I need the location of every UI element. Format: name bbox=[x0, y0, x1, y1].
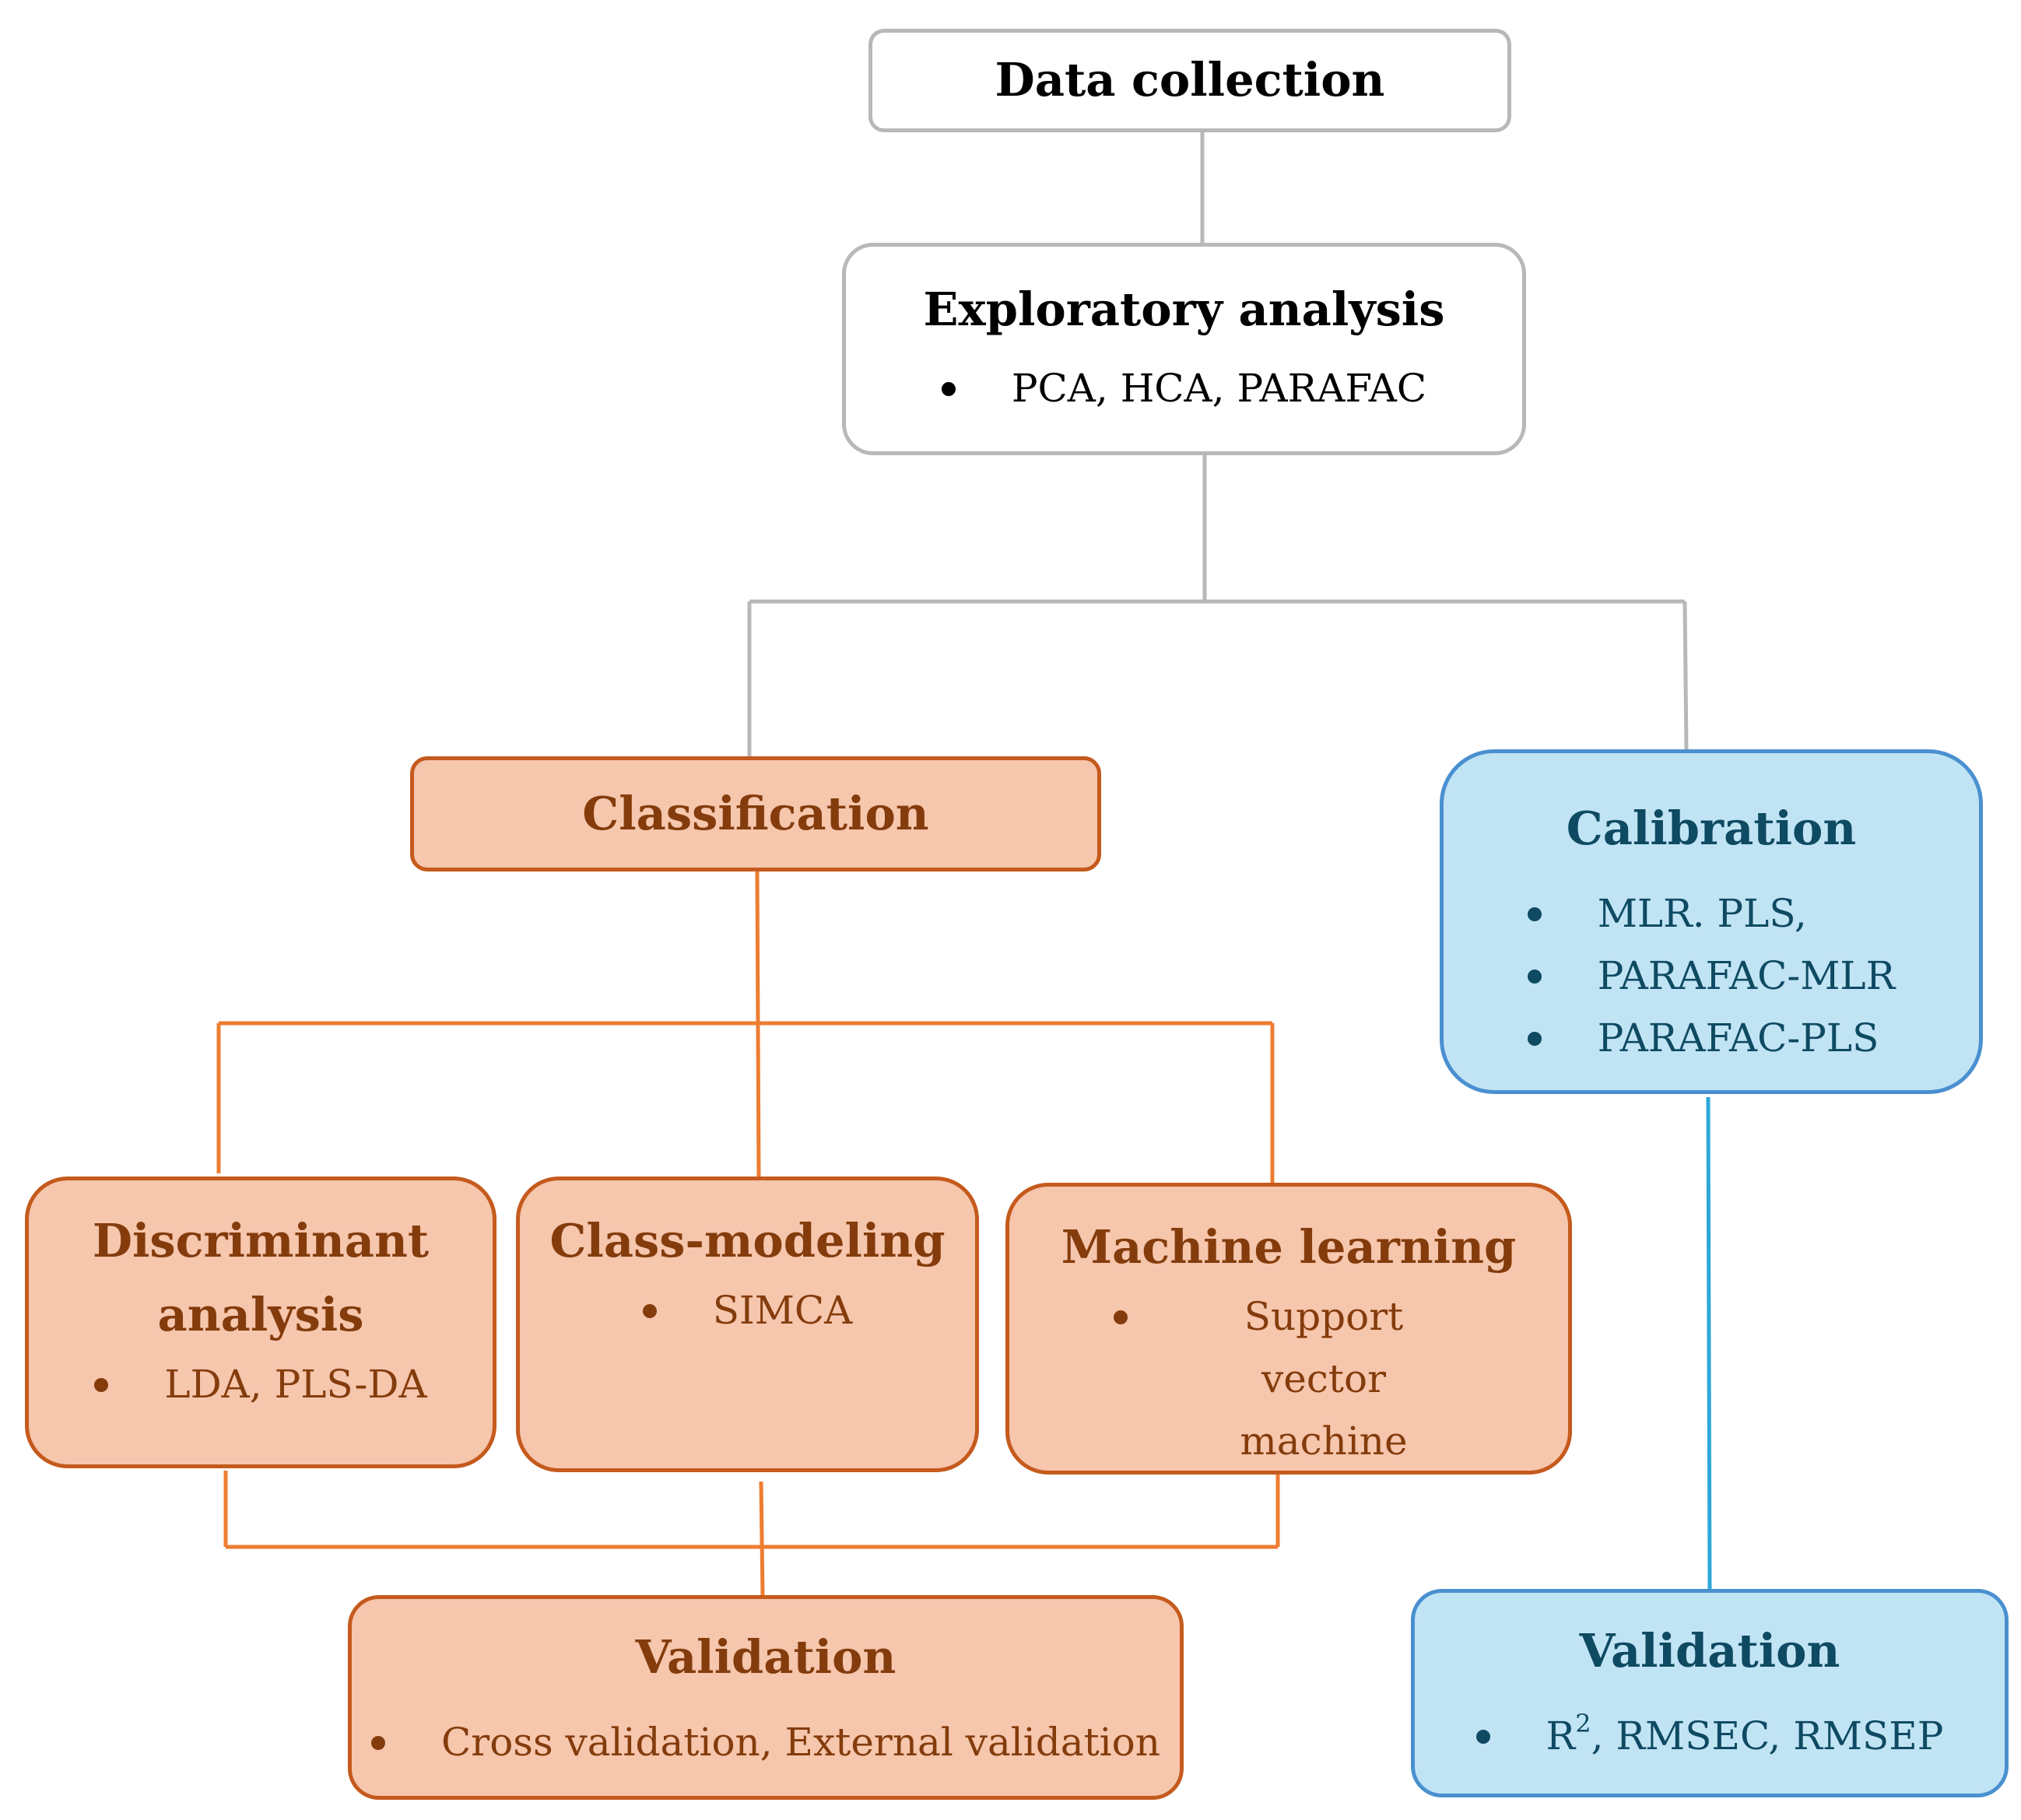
machine-learning-title: Machine learning bbox=[1061, 1220, 1517, 1274]
exploratory-analysis-box: Exploratory analysis PCA, HCA, PARAFAC bbox=[842, 243, 1526, 455]
connector-calibration-to-validation bbox=[1706, 1096, 1712, 1590]
calibration-box: Calibration MLR. PLS, PARAFAC-MLR PARAFA… bbox=[1440, 749, 1983, 1094]
r-squared-exponent: 2 bbox=[1575, 1709, 1591, 1739]
list-item: LDA, PLS-DA bbox=[94, 1353, 427, 1415]
list-item: R2, RMSEC, RMSEP bbox=[1475, 1705, 1944, 1767]
list-item: PARAFAC-PLS bbox=[1527, 1007, 1896, 1069]
r-squared-base: R bbox=[1546, 1713, 1576, 1759]
discriminant-analysis-title: Discriminant analysis bbox=[92, 1214, 430, 1341]
bullet-icon bbox=[1114, 1310, 1128, 1324]
bullet-icon bbox=[371, 1736, 386, 1751]
validation-calibration-title: Validation bbox=[1579, 1624, 1840, 1678]
connector-from-class-modeling bbox=[759, 1481, 765, 1596]
bullet-icon bbox=[1475, 1730, 1490, 1745]
connector-to-calibration bbox=[1682, 601, 1689, 750]
list-item: SIMCA bbox=[642, 1279, 852, 1341]
bullet-icon bbox=[941, 382, 956, 397]
bullet-icon bbox=[1527, 970, 1542, 984]
calibration-list: MLR. PLS, PARAFAC-MLR PARAFAC-PLS bbox=[1527, 882, 1896, 1069]
bullet-icon bbox=[642, 1304, 657, 1318]
list-item: Support vector machine bbox=[1114, 1285, 1464, 1472]
list-item: MLR. PLS, bbox=[1527, 882, 1896, 945]
validation-calibration-list: R2, RMSEC, RMSEP bbox=[1475, 1705, 1944, 1767]
discriminant-analysis-list: LDA, PLS-DA bbox=[94, 1353, 427, 1415]
classification-title: Classification bbox=[582, 786, 929, 840]
exploratory-analysis-title: Exploratory analysis bbox=[923, 282, 1445, 336]
bullet-icon bbox=[94, 1378, 109, 1392]
bullet-icon bbox=[1527, 1032, 1542, 1047]
machine-learning-list: Support vector machine bbox=[1114, 1285, 1464, 1472]
validation-classification-box: Validation Cross validation, External va… bbox=[348, 1595, 1184, 1800]
bullet-icon bbox=[1527, 907, 1542, 922]
data-collection-box: Data collection bbox=[868, 29, 1511, 132]
list-item: PCA, HCA, PARAFAC bbox=[941, 357, 1426, 419]
data-collection-title: Data collection bbox=[995, 53, 1385, 107]
class-modeling-title: Class-modeling bbox=[549, 1214, 946, 1268]
discriminant-analysis-box: Discriminant analysis LDA, PLS-DA bbox=[25, 1177, 496, 1468]
list-item: PARAFAC-MLR bbox=[1527, 945, 1895, 1007]
calibration-title: Calibration bbox=[1566, 801, 1857, 855]
class-modeling-list: SIMCA bbox=[642, 1279, 852, 1341]
validation-calibration-box: Validation R2, RMSEC, RMSEP bbox=[1411, 1589, 2009, 1797]
exploratory-analysis-list: PCA, HCA, PARAFAC bbox=[941, 357, 1426, 419]
validation-metrics: , RMSEC, RMSEP bbox=[1591, 1713, 1944, 1759]
class-modeling-box: Class-modeling SIMCA bbox=[516, 1177, 979, 1472]
validation-classification-title: Validation bbox=[635, 1630, 896, 1684]
classification-box: Classification bbox=[410, 756, 1101, 871]
validation-classification-list: Cross validation, External validation bbox=[371, 1711, 1160, 1773]
machine-learning-box: Machine learning Support vector machine bbox=[1005, 1183, 1572, 1475]
list-item: Cross validation, External validation bbox=[371, 1711, 1160, 1773]
